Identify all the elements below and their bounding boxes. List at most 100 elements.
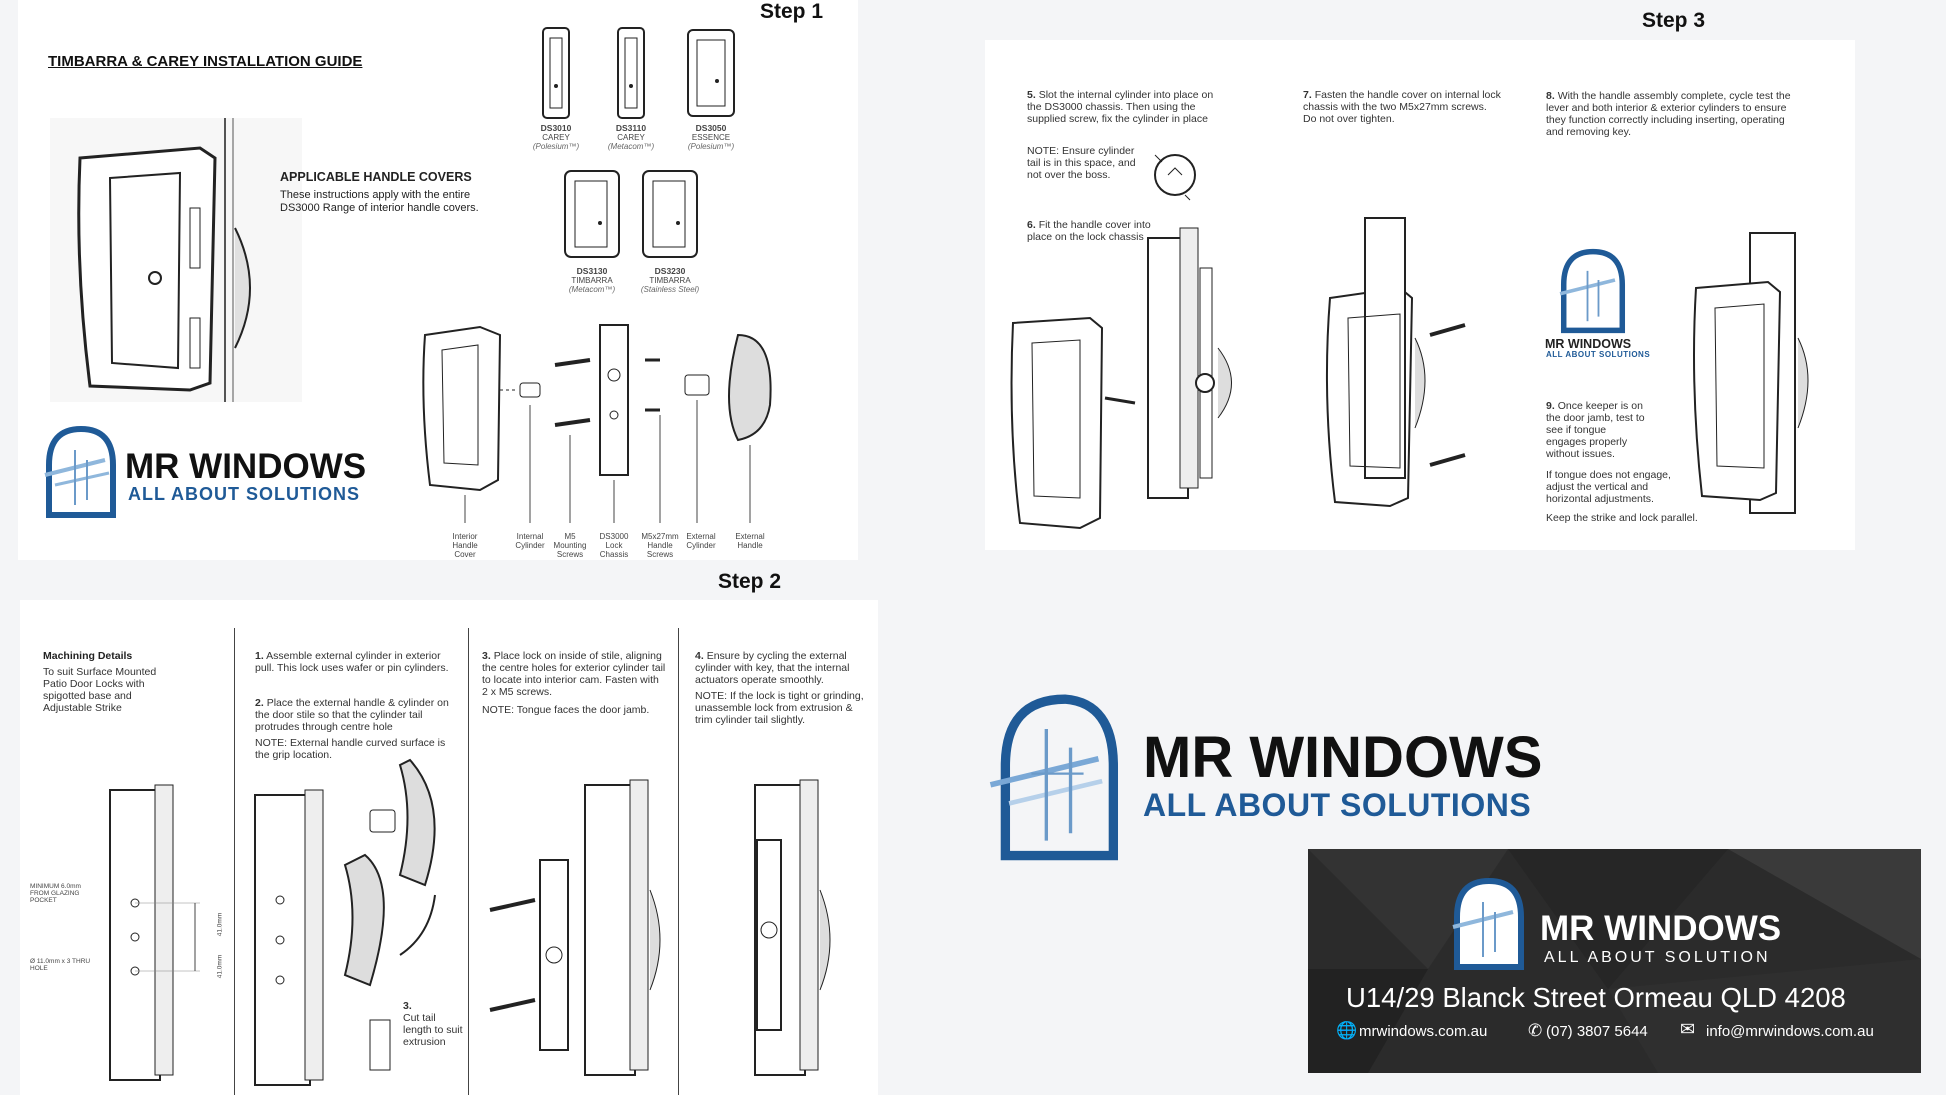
dim-41b: 41.0mm: [216, 954, 224, 979]
screws-illustration: [1429, 323, 1466, 467]
cylinder-boss-detail: [1154, 154, 1196, 201]
step3-title: Step 3: [1642, 9, 1706, 32]
product-code: DS3010: [540, 123, 572, 133]
step-num: 4.: [695, 650, 704, 662]
external-handle-assembly: [254, 758, 436, 1086]
mr-windows-logo-icon: [1559, 248, 1626, 334]
cycle-test-illustration: [754, 779, 831, 1076]
product-name: CAREY: [542, 133, 570, 142]
column-divider: [234, 628, 235, 1095]
step2-2-note: NOTE: External handle curved surface is …: [255, 737, 446, 761]
step-text: Cut tail length to suit extrusion: [403, 1012, 463, 1048]
product-code: DS3130: [576, 266, 608, 276]
step8-text: 8. With the handle assembly complete, cy…: [1546, 90, 1801, 138]
step-num: 3.: [482, 650, 491, 662]
step5-note: NOTE: Ensure cylinder tail is in this sp…: [1027, 145, 1136, 181]
final-handle-illustration: [1693, 232, 1809, 514]
part-label: External Handle: [735, 532, 765, 550]
card-website-icon: 🌐: [1336, 1021, 1358, 1040]
mr-windows-logo-icon: [44, 425, 116, 518]
step2-col3-note: NOTE: Tongue faces the door jamb.: [482, 704, 650, 716]
card-logo-icon: [1452, 877, 1524, 970]
dim-41a: 41.0mm: [216, 912, 224, 937]
phone-icon: ✆: [1528, 1021, 1543, 1040]
product-material: (Polesium™): [687, 142, 735, 151]
brand-name-large: MR WINDOWS: [1143, 725, 1543, 790]
handle-cover-icon: [687, 29, 735, 117]
step-num: 8.: [1546, 90, 1555, 102]
door-handle-illustration: [50, 118, 302, 402]
step-num: 3.: [403, 1000, 412, 1012]
lock-fastening-illustration: [489, 779, 661, 1076]
step2-1-text: 1. Assemble external cylinder in exterio…: [255, 650, 455, 674]
email-icon: ✉: [1680, 1019, 1696, 1039]
mr-windows-large-logo-icon: [989, 694, 1119, 861]
step-num: 2.: [255, 697, 264, 709]
product-material: (Metacom™): [568, 285, 616, 294]
stile-drilling-diagram: [109, 784, 200, 1081]
column-divider: [678, 628, 679, 1095]
card-email[interactable]: info@mrwindows.com.au: [1706, 1023, 1874, 1040]
step-num: 5.: [1027, 89, 1036, 101]
business-card: MR WINDOWS ALL ABOUT SOLUTION U14/29 Bla…: [1308, 849, 1921, 1073]
step9-parallel: Keep the strike and lock parallel.: [1546, 512, 1698, 524]
machining-text: To suit Surface Mounted Patio Door Locks…: [43, 666, 157, 714]
step-num: 7.: [1303, 89, 1312, 101]
card-brand-name: MR WINDOWS: [1540, 909, 1782, 948]
dim-hole-label: Ø 11.0mm x 3 THRU HOLE: [30, 958, 91, 972]
card-address: U14/29 Blanck Street Ormeau QLD 4208: [1346, 982, 1846, 1013]
part-label: DS3000 Lock Chassis: [599, 532, 629, 559]
step-text: With the handle assembly complete, cycle…: [1546, 90, 1791, 138]
step9-text: 9. Once keeper is on the door jamb, test…: [1546, 400, 1646, 460]
step-text: Fit the handle cover into place on the l…: [1027, 219, 1151, 243]
guide-title: TIMBARRA & CAREY INSTALLATION GUIDE: [48, 53, 363, 70]
covers-heading: APPLICABLE HANDLE COVERS: [280, 170, 472, 184]
brand-tagline-step3: ALL ABOUT SOLUTIONS: [1546, 350, 1651, 359]
step2-col4-note: NOTE: If the lock is tight or grinding, …: [695, 690, 864, 726]
exploded-parts-diagram: [422, 324, 772, 523]
step2-title: Step 2: [718, 570, 782, 593]
step-text: Once keeper is on the door jamb, test to…: [1546, 400, 1645, 460]
step2-col4-text: 4. Ensure by cycling the external cylind…: [695, 650, 865, 686]
step-num: 1.: [255, 650, 264, 662]
step-text: Ensure by cycling the external cylinder …: [695, 650, 850, 686]
step1-title: Step 1: [760, 0, 824, 23]
product-code: DS3050: [695, 123, 727, 133]
brand-name-step3: MR WINDOWS: [1545, 337, 1632, 351]
machining-heading: Machining Details: [43, 650, 133, 662]
handle-cover-icon: [642, 170, 698, 258]
column-divider: [468, 628, 469, 1095]
brand-name-step1: MR WINDOWS: [125, 447, 367, 486]
card-tagline: ALL ABOUT SOLUTION: [1544, 949, 1771, 966]
step7-text: 7. Fasten the handle cover on internal l…: [1303, 89, 1503, 125]
card-phone[interactable]: (07) 3807 5644: [1546, 1023, 1648, 1040]
part-label: M5x27mm Handle Screws: [641, 532, 679, 559]
product-name: TIMBARRA: [649, 276, 691, 285]
step-text: Slot the internal cylinder into place on…: [1027, 89, 1214, 125]
step-num: 6.: [1027, 219, 1036, 231]
card-website[interactable]: mrwindows.com.au: [1359, 1023, 1488, 1040]
step-num: 9.: [1546, 400, 1555, 412]
product-material: (Stainless Steel): [640, 285, 700, 294]
step-text: Place lock on inside of stile, aligning …: [482, 650, 666, 698]
covers-text: These instructions apply with the entire…: [280, 189, 479, 214]
part-label: External Cylinder: [686, 532, 716, 550]
part-label: Interior Handle Cover: [452, 532, 478, 559]
step6-text: 6. Fit the handle cover into place on th…: [1027, 219, 1177, 243]
step2-2-text: 2. Place the external handle & cylinder …: [255, 697, 455, 733]
product-material: (Metacom™): [607, 142, 655, 151]
product-name: CAREY: [617, 133, 645, 142]
step2-3-cut-text: 3.Cut tail length to suit extrusion: [403, 1000, 463, 1048]
step2-col3-text: 3. Place lock on inside of stile, aligni…: [482, 650, 667, 698]
product-name: TIMBARRA: [571, 276, 613, 285]
part-label: M5 Mounting Screws: [553, 532, 587, 559]
dim-min-label: MINIMUM 6.0mm FROM GLAZING POCKET: [30, 883, 81, 904]
brand-tagline-large: ALL ABOUT SOLUTIONS: [1143, 787, 1532, 823]
step9-adjust: If tongue does not engage, adjust the ve…: [1546, 469, 1671, 505]
handle-cover-icon: [542, 27, 570, 119]
